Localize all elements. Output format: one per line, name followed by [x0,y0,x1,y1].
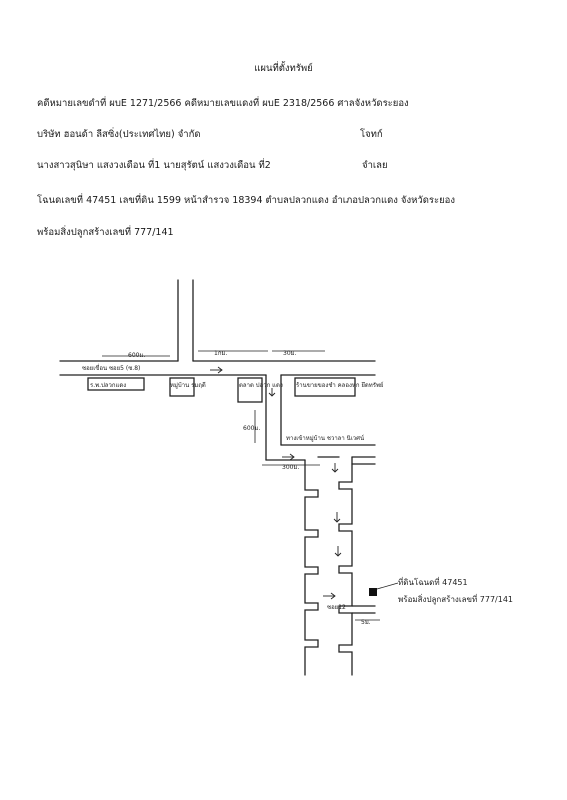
distance-1km-label: 1กม. [214,350,227,357]
plaintiff-name: บริษัท ฮอนด้า ลีสซิ่ง(ประเทศไทย) จำกัด [37,129,201,140]
target-deed-label: ที่ดินโฉนดที่ 47451 [398,576,468,587]
place-village-label: หมู่บ้าน ร่มฤดี [170,381,206,389]
village-entrance-label: ทางเข้าหมู่บ้าน ชวาลา นิเวศน์ [286,434,364,442]
title-deed-line: โฉนดเลขที่ 47451 เลขที่ดิน 1599 หน้าสำรว… [37,195,455,206]
case-number-line: คดีหมายเลขดำที่ ผบE 1271/2566 คดีหมายเลข… [37,98,409,109]
target-property-marker [369,588,377,596]
distance-5m-label: 5ม. [361,619,371,626]
road-name-label: ซอยเขื่อน ซอย5 (ซ.8) [82,364,140,372]
defendant-names: นางสาวสุนิษา แสงวงเดือน ที่1 นายสุรัตน์ … [37,160,271,171]
distance-600m-vertical-label: 600ม. [243,425,260,432]
document-title: แผนที่ตั้งทรัพย์ [254,63,313,74]
distance-300m-label: 300ม. [282,464,299,471]
building-number-line: พร้อมสิ่งปลูกสร้างเลขที่ 777/141 [37,227,174,238]
plaintiff-role: โจทก์ [360,129,383,140]
place-market-label: ตลาด ปลวก แดง [239,382,283,389]
defendant-role: จำเลย [362,160,388,171]
target-building-label: พร้อมสิ่งปลูกสร้างเลขที่ 777/141 [398,593,513,605]
soi-12-label: ซอย12 [327,604,346,611]
distance-600m-label: 600ม. [128,352,145,359]
place-store-label: ร้านขายของชำ คลองหก ยึดทรัพย์ [296,381,383,389]
place-school-label: ร.พ.ปลวกแดง [90,382,126,389]
distance-30m-label: 30ม. [283,350,297,357]
